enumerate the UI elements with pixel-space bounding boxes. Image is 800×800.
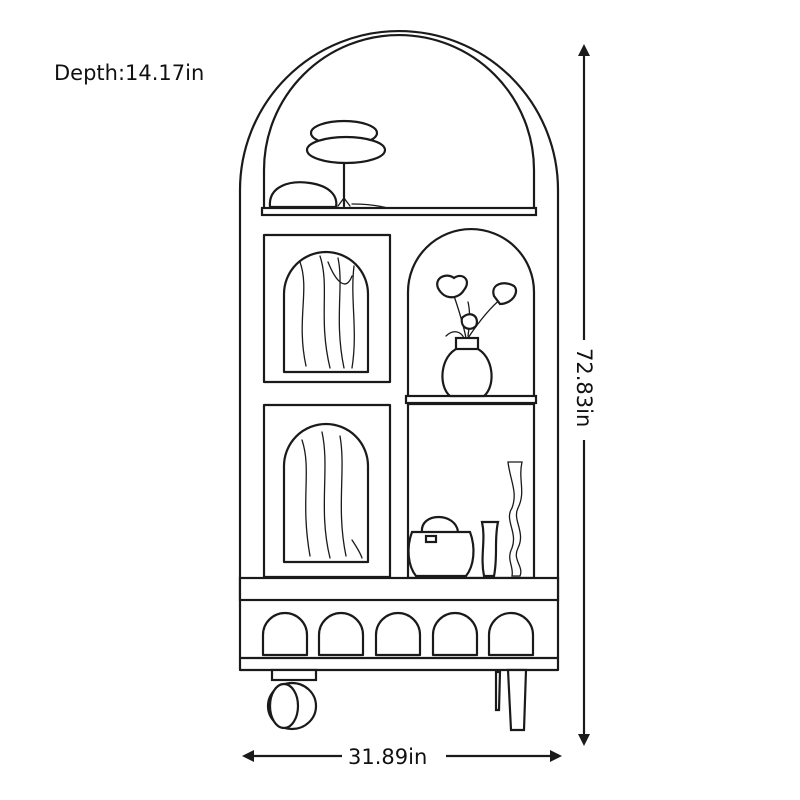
height-label: 72.83in bbox=[572, 348, 596, 427]
left-upper-door bbox=[262, 233, 392, 384]
width-label-bg bbox=[342, 742, 446, 770]
left-lower-wood-grain bbox=[301, 431, 363, 559]
left-upper-wood-grain bbox=[299, 255, 355, 369]
cabinet-illustration bbox=[238, 29, 560, 732]
small-vase bbox=[480, 520, 500, 578]
wavy-vase bbox=[507, 461, 523, 577]
depth-label: Depth:14.17in bbox=[54, 61, 204, 85]
table-lamp bbox=[305, 119, 389, 209]
caster-wheel bbox=[266, 668, 318, 731]
left-upper-door-window bbox=[282, 250, 370, 374]
left-lower-door-window bbox=[282, 422, 370, 564]
top-shelf bbox=[260, 206, 538, 217]
top-arch-niche bbox=[262, 33, 536, 210]
lower-shelf bbox=[238, 576, 560, 602]
cabinet-outer-frame bbox=[238, 29, 560, 672]
handbag bbox=[407, 516, 475, 578]
flower-vase bbox=[436, 274, 518, 398]
width-label: 31.89in bbox=[348, 745, 427, 769]
cabinet-leg bbox=[494, 668, 528, 732]
cushion bbox=[268, 181, 338, 209]
drawer-arches bbox=[261, 611, 535, 657]
height-label-bg bbox=[568, 340, 600, 440]
right-upper-arch-niche bbox=[406, 227, 536, 400]
